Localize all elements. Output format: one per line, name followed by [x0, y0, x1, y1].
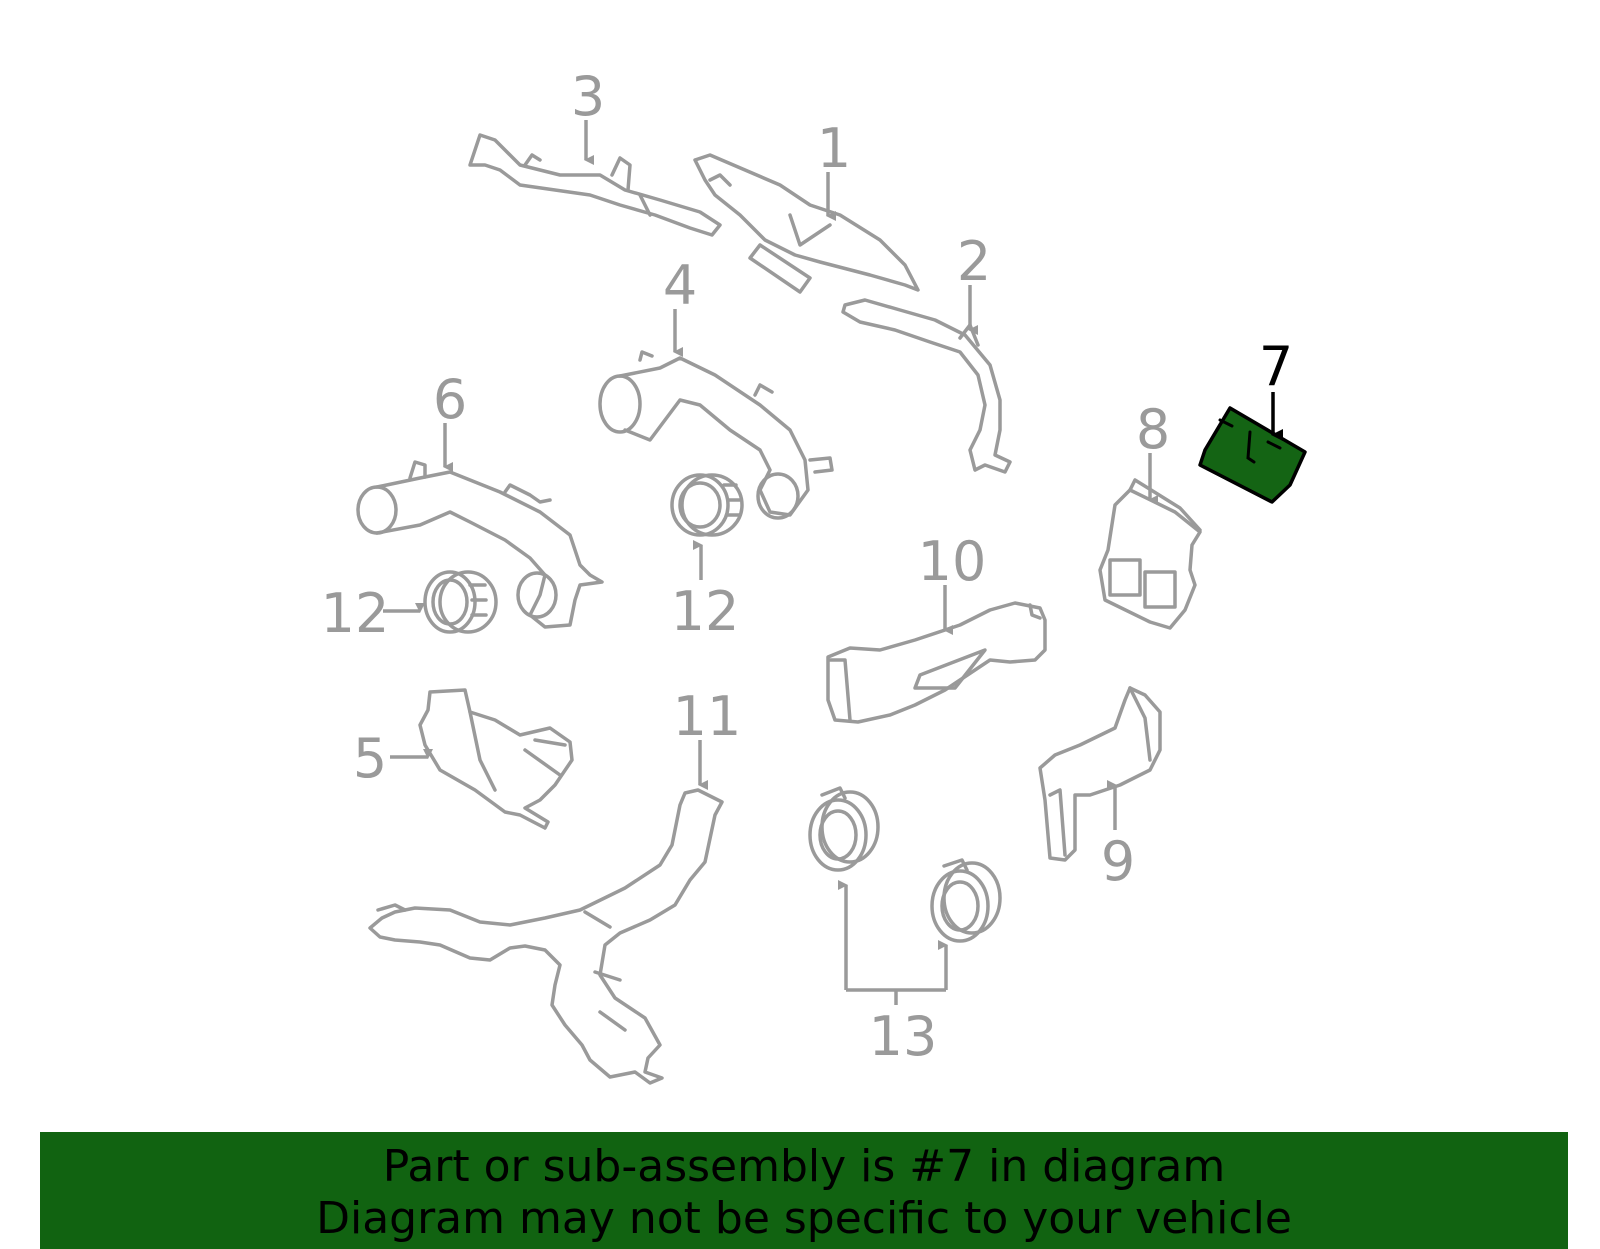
callout-8: 8: [1136, 398, 1170, 461]
part-11-duct[interactable]: [368, 788, 724, 1085]
part-10-duct[interactable]: [826, 601, 1047, 724]
banner-line-2: Diagram may not be specific to your vehi…: [316, 1193, 1292, 1244]
part-1-duct[interactable]: [693, 153, 920, 294]
callout-2: 2: [957, 230, 991, 293]
callout-7: 7: [1259, 335, 1293, 398]
part-9-duct[interactable]: [1038, 686, 1162, 862]
part-13-vent-left[interactable]: [808, 786, 880, 872]
part-5-duct[interactable]: [418, 688, 574, 830]
part-13-vent-right[interactable]: [930, 858, 1002, 943]
part-8-vent-housing[interactable]: [1098, 478, 1202, 630]
callout-9: 9: [1101, 830, 1135, 893]
callout-12-left: 12: [321, 582, 390, 645]
callout-3: 3: [571, 65, 605, 128]
part-12-vent-left[interactable]: [423, 570, 498, 634]
callout-1: 1: [817, 117, 851, 180]
part-12-vent-upper[interactable]: [670, 473, 744, 537]
part-4-duct[interactable]: [598, 350, 834, 520]
part-7-highlighted[interactable]: [1198, 406, 1307, 504]
callout-10: 10: [918, 530, 987, 593]
callout-12-upper: 12: [671, 580, 740, 643]
parts-diagram: 3 1 2 4 12 6: [321, 65, 1307, 1085]
banner-line-1: Part or sub-assembly is #7 in diagram: [382, 1141, 1226, 1192]
callout-4: 4: [663, 254, 697, 317]
part-3-duct[interactable]: [468, 133, 722, 237]
part-6-duct[interactable]: [356, 460, 604, 629]
callout-5: 5: [353, 727, 387, 790]
callout-6: 6: [433, 368, 467, 431]
callout-13: 13: [869, 1005, 938, 1068]
part-2-duct[interactable]: [841, 298, 1012, 474]
callout-11: 11: [673, 685, 742, 748]
info-banner: Part or sub-assembly is #7 in diagram Di…: [40, 1132, 1568, 1249]
